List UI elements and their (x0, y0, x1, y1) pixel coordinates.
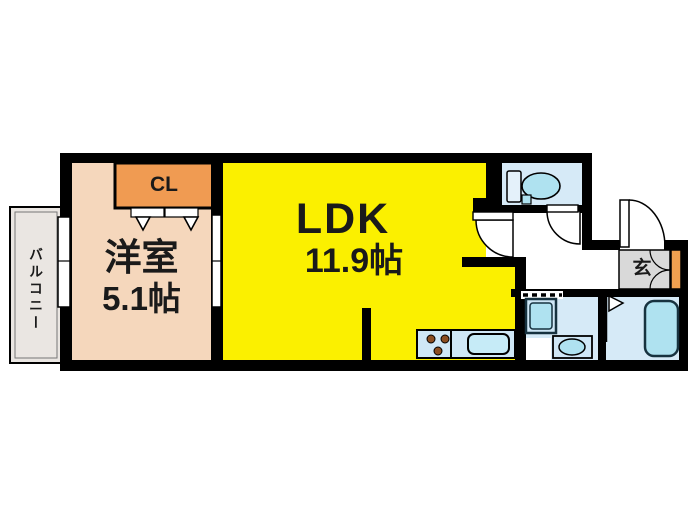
stove-burners-icon (426, 334, 450, 356)
sliding-door-icon (211, 214, 222, 308)
window-icon (57, 216, 71, 308)
kitchen-counter (416, 329, 516, 359)
walls (60, 153, 688, 371)
entrance-floor (618, 249, 671, 290)
bathroom-door-icon (604, 294, 625, 342)
washing-machine-icon (524, 297, 558, 335)
door-swing-arc-icon (472, 199, 671, 290)
kitchen-sink-icon (467, 333, 510, 355)
washbasin-icon (552, 335, 593, 359)
front-door-icon (670, 249, 682, 290)
toilet-icon (506, 170, 561, 205)
folding-door-triangles-icon (130, 207, 200, 232)
closet-box (113, 161, 215, 210)
bathtub-icon (643, 299, 680, 358)
washroom-opening-dashes (521, 291, 563, 299)
washroom-floor-white (524, 338, 551, 360)
balcony-area (9, 206, 63, 364)
